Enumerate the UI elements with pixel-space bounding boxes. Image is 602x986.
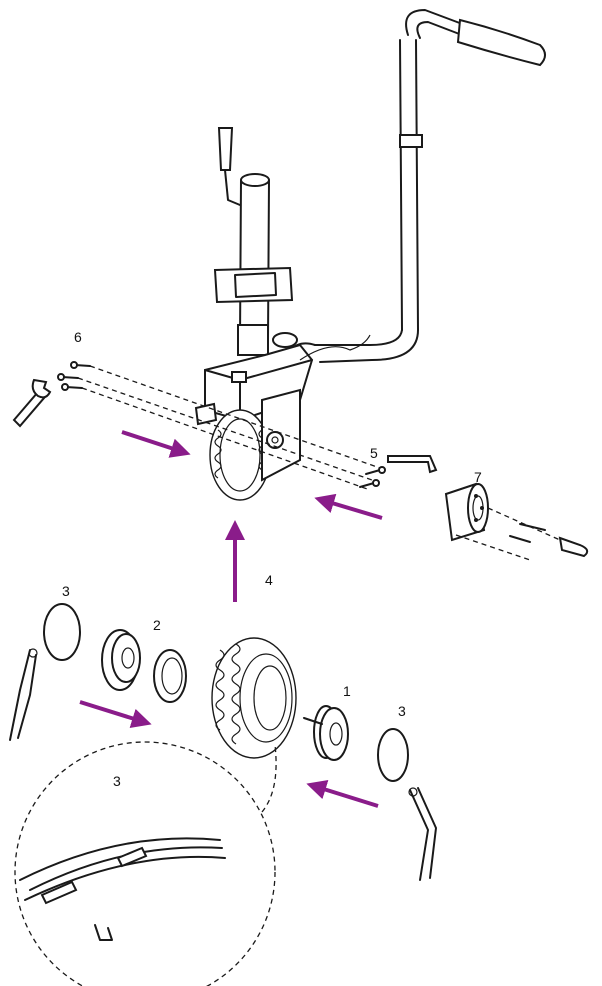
arrow-hub-in <box>306 780 379 808</box>
callout-assembly: 4 <box>265 572 273 588</box>
arrow-motor-in <box>314 493 383 520</box>
callout-motor: 7 <box>474 469 482 485</box>
callout-circlip-left: 3 <box>62 583 70 599</box>
arrow-bearing-in <box>79 700 152 728</box>
callout-hub: 1 <box>343 683 351 699</box>
callout-circlip-right: 3 <box>398 703 406 719</box>
callout-bearing: 2 <box>153 617 161 633</box>
bolts-left <box>57 361 381 491</box>
assembly-arrows <box>79 430 383 808</box>
tyre-exploded <box>211 637 297 759</box>
bolts-right <box>359 466 386 488</box>
tiller-handle <box>289 9 546 363</box>
allen-key <box>387 455 438 474</box>
circlip-left <box>9 603 81 741</box>
wheel-housing-assembly <box>194 334 371 501</box>
jack-post <box>213 127 298 356</box>
bearing-part <box>101 629 187 703</box>
callout-bolts-right: 5 <box>370 445 378 461</box>
callout-bolts-left: 6 <box>74 329 82 345</box>
hub-part <box>303 705 349 761</box>
spanner-tool <box>12 378 52 428</box>
arrow-wheel-in-left <box>121 430 191 458</box>
callout-circlip-detail: 3 <box>113 773 121 789</box>
circlip-right <box>377 728 437 881</box>
motor-unit <box>444 482 589 561</box>
detail-circle <box>14 741 277 986</box>
